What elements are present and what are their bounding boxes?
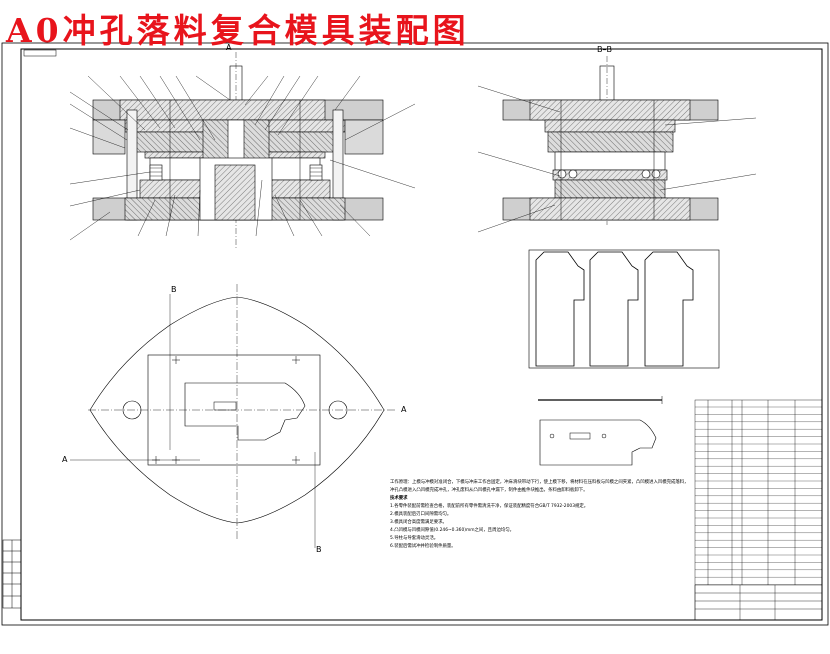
note-line-2: 1.各零件装配前需检查合格，装配前所有零件需清洗干净，保证装配精度符合GB/T … — [390, 504, 589, 509]
title-block — [694, 584, 823, 621]
plan-view — [70, 284, 396, 548]
main-view-leaders — [69, 75, 416, 241]
strip-layout — [528, 249, 720, 369]
note-line-6: 5.导柱与导套滑动灵活。 — [390, 536, 439, 541]
note-line-0: 工作原理：上模与冲模对准闭合，下模与冲床工作台固定，冲床滑块带动下行，使上模下移… — [390, 480, 689, 493]
bom-rows — [695, 406, 822, 585]
section-label-a-top: A — [226, 43, 232, 52]
note-line-3: 2.模具装配后刃口间隙需均匀。 — [390, 512, 452, 517]
note-line-7: 6.装配后需试冲并检验制件质量。 — [390, 544, 456, 549]
section-label-a-left: A — [62, 455, 68, 464]
outer-border — [1, 42, 829, 626]
bb-section-view — [502, 56, 719, 225]
note-line-4: 3.模具闭合高度需满足要求。 — [390, 520, 447, 525]
note-line-5: 4.凸凹模与凹模间隙值(0.246~0.360)mm之间，且周边均匀。 — [390, 528, 515, 533]
section-label-a-right: A — [401, 405, 407, 414]
workpiece-drawing — [538, 396, 663, 466]
section-label-bb: B–B — [597, 45, 612, 54]
bom-table — [694, 399, 823, 621]
section-label-b-upper: B — [171, 285, 177, 294]
bb-view-leaders — [477, 85, 757, 233]
drawing-title: A0冲孔落料复合模具装配图 — [6, 11, 470, 50]
side-revision-table — [2, 539, 22, 609]
main-section-view — [92, 52, 384, 250]
note-line-1: 技术要求 — [390, 496, 408, 501]
technical-notes: 工作原理：上模与冲模对准闭合，下模与冲床工作台固定，冲床滑块带动下行，使上模下移… — [390, 479, 690, 551]
inner-border — [20, 48, 823, 621]
section-label-b-lower: B — [316, 545, 322, 554]
